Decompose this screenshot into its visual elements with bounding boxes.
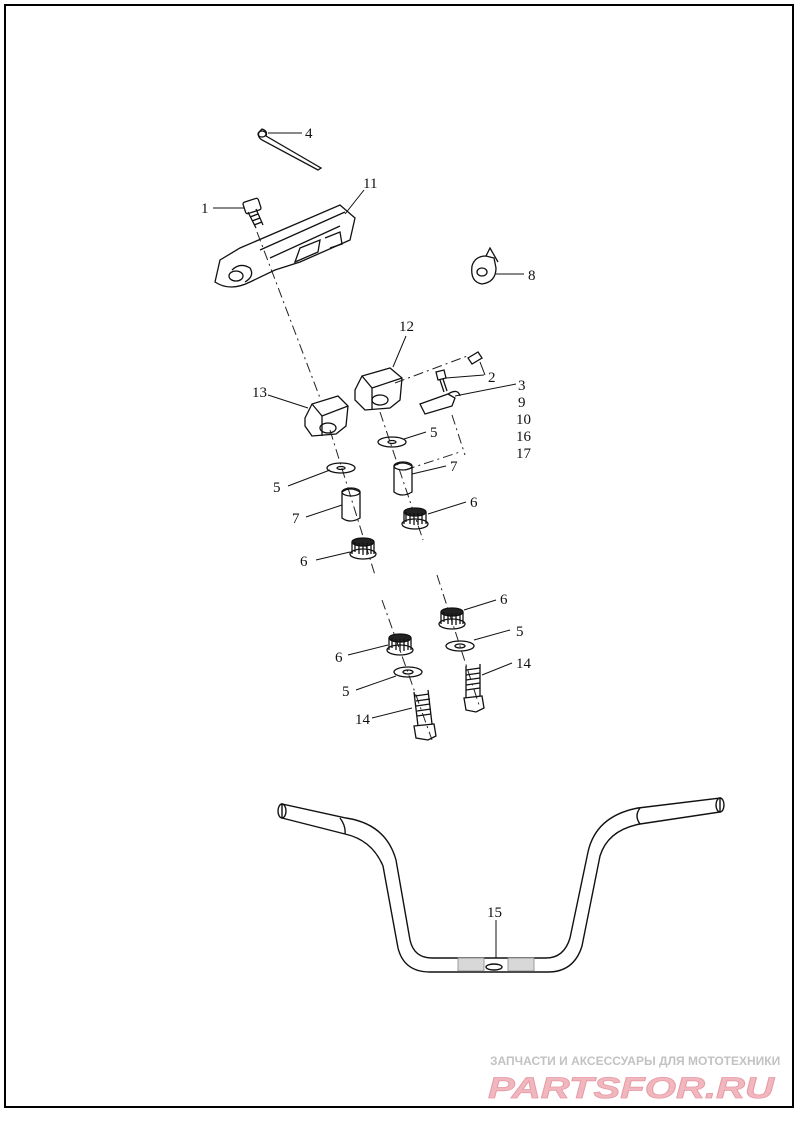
callout-6-upper-right: 6 xyxy=(470,495,478,511)
watermark: ЗАПЧАСТИ И АКСЕССУАРЫ ДЛЯ МОТОТЕХНИКИ PA… xyxy=(488,1054,781,1105)
right-riser-part xyxy=(354,367,403,411)
callout-6-lower-left: 6 xyxy=(335,650,343,666)
lower-bolts xyxy=(413,664,485,741)
callout-13: 13 xyxy=(252,385,267,401)
top-clamp-part xyxy=(214,204,356,288)
callout-16: 16 xyxy=(516,429,532,445)
callout-17: 17 xyxy=(516,446,532,462)
callout-labels: 1 2 3 9 10 16 17 4 5 5 5 5 6 6 6 6 7 7 8… xyxy=(201,126,536,921)
center-line-left-upper xyxy=(256,231,321,399)
bushing-lower-right xyxy=(438,607,466,630)
callout-10: 10 xyxy=(516,412,531,428)
center-lines xyxy=(256,231,481,741)
watermark-tagline: ЗАПЧАСТИ И АКСЕССУАРЫ ДЛЯ МОТОТЕХНИКИ xyxy=(490,1054,780,1068)
callout-8: 8 xyxy=(528,268,536,284)
callout-7-right: 7 xyxy=(450,459,458,475)
callout-1: 1 xyxy=(201,201,209,217)
bushing-lower-left xyxy=(386,633,414,656)
callout-7-left: 7 xyxy=(292,511,300,527)
callout-6-lower-right: 6 xyxy=(500,592,508,608)
center-line-screw xyxy=(394,354,471,384)
callout-4: 4 xyxy=(305,126,313,142)
washers xyxy=(326,436,475,678)
callout-5-upper-right: 5 xyxy=(430,425,438,441)
sleeve-left xyxy=(341,488,361,522)
callout-2: 2 xyxy=(488,370,496,386)
bushing-upper-left xyxy=(349,537,377,560)
sleeves xyxy=(341,461,413,522)
callout-14-left: 14 xyxy=(355,712,371,728)
washer-lower-left xyxy=(393,666,423,678)
screw-clip-part xyxy=(419,351,483,415)
washer-upper-right xyxy=(377,436,407,448)
callout-11: 11 xyxy=(363,176,377,192)
callout-5-lower-right: 5 xyxy=(516,624,524,640)
callout-5-upper-left: 5 xyxy=(273,480,281,496)
washer-lower-right xyxy=(445,640,475,652)
leader-lines xyxy=(213,132,524,958)
callout-6-upper-left: 6 xyxy=(300,554,308,570)
callout-12: 12 xyxy=(399,319,414,335)
knurl-left xyxy=(457,957,485,972)
bushing-upper-right xyxy=(401,507,429,530)
cable-tie-part xyxy=(257,128,323,171)
center-line-clip xyxy=(451,414,466,456)
washer-upper-left xyxy=(326,462,356,474)
callout-14-right: 14 xyxy=(516,656,532,672)
callout-5-lower-left: 5 xyxy=(342,684,350,700)
sleeve-right xyxy=(393,462,413,496)
clip-part-8 xyxy=(471,246,499,285)
watermark-brand: PARTSFOR.RU xyxy=(488,1072,776,1105)
callout-3: 3 xyxy=(518,378,526,394)
bolt-left xyxy=(413,689,437,741)
callout-9: 9 xyxy=(518,395,526,411)
top-bolt-part xyxy=(242,197,264,229)
left-riser-part xyxy=(304,395,349,437)
center-line-clip-cross xyxy=(404,451,461,471)
diagram-frame xyxy=(4,4,794,1108)
handlebar-part xyxy=(277,797,725,973)
bolt-right xyxy=(463,664,485,713)
callout-15: 15 xyxy=(487,905,502,921)
bushings xyxy=(349,507,466,656)
center-line-right-mid xyxy=(379,411,424,541)
knurl-right xyxy=(507,957,535,972)
